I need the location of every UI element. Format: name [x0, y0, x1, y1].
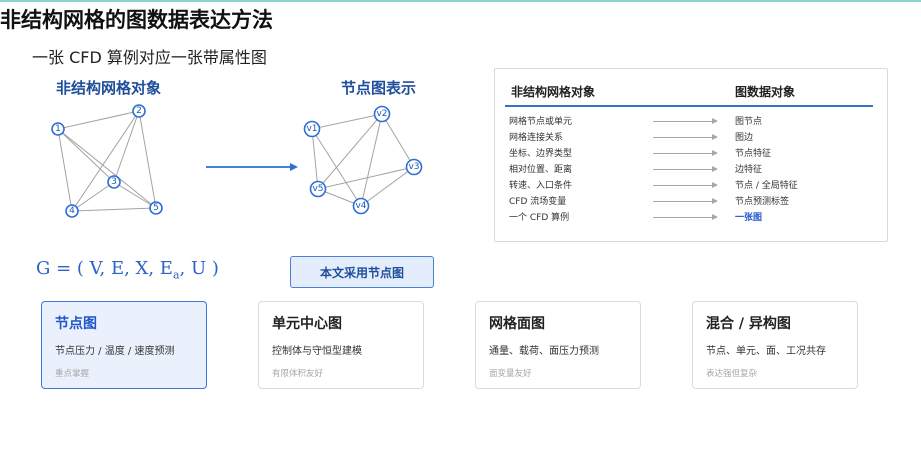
mesh-edge: [71, 110, 140, 212]
mapping-row-right: 节点 / 全局特征: [735, 181, 798, 191]
graph-node-label: v4: [355, 201, 366, 211]
mapping-row-left: 坐标、边界类型: [509, 149, 573, 159]
mapping-row: 坐标、边界类型 节点特征: [495, 146, 887, 162]
node-graph-edges: [311, 113, 415, 207]
mesh-edge: [57, 128, 157, 209]
mesh-node-label: 2: [136, 106, 142, 116]
mapping-row-left: 转速、入口条件: [509, 181, 573, 191]
mesh-node: 1: [51, 122, 65, 136]
mesh-edge: [113, 181, 157, 209]
mapping-row-left: 网格连接关系: [509, 133, 564, 143]
graph-node: v2: [373, 105, 391, 123]
mesh-node-label: 3: [111, 177, 117, 187]
mapping-row: 网格连接关系 图边: [495, 130, 887, 146]
card-desc: 节点压力 / 温度 / 速度预测: [55, 346, 175, 357]
graph-node-label: v1: [306, 124, 317, 134]
graph-node-label: v5: [312, 184, 323, 194]
card-hybrid-graph: 混合 / 异构图 节点、单元、面、工况共存 表达强但复杂: [692, 301, 858, 389]
card-title: 节点图: [55, 316, 97, 332]
graph-node: v1: [303, 120, 321, 138]
page-subtitle: 一张 CFD 算例对应一张带属性图: [32, 48, 267, 67]
mapping-row-right: 图边: [735, 133, 754, 143]
formula-sub: a: [172, 268, 180, 282]
card-note: 表达强但复杂: [706, 369, 758, 379]
mapping-row: 转速、入口条件 节点 / 全局特征: [495, 178, 887, 194]
mesh-edge: [71, 207, 157, 212]
mesh-edge: [138, 110, 157, 209]
mesh-node: 2: [132, 104, 146, 118]
mapping-arrow: [653, 150, 718, 156]
card-note: 重点掌握: [55, 369, 90, 379]
card-title: 单元中心图: [272, 316, 342, 332]
graph-edge: [360, 113, 383, 207]
mesh-edge: [71, 181, 115, 212]
transform-arrow: [206, 163, 298, 171]
mapping-arrow: [653, 182, 718, 188]
mapping-arrow: [653, 118, 718, 124]
mapping-row: 相对位置、距离 边特征: [495, 162, 887, 178]
card-title: 网格面图: [489, 316, 545, 332]
mapping-row: 网格节点或单元 图节点: [495, 114, 887, 130]
mesh-edge: [113, 110, 140, 183]
top-accent-line: [0, 0, 921, 2]
mapping-arrow: [653, 214, 718, 220]
mapping-row: CFD 流场变量 节点预测标签: [495, 194, 887, 210]
graph-edge: [317, 113, 383, 190]
card-mesh-face-graph: 网格面图 通量、载荷、面压力预测 面变量友好: [475, 301, 641, 389]
mesh-edge: [57, 110, 140, 130]
formula-suffix: , U ): [179, 258, 219, 279]
mapping-row-right: 节点特征: [735, 149, 772, 159]
mesh-node: 5: [149, 201, 163, 215]
mapping-row-left: 相对位置、距离: [509, 165, 573, 175]
card-note: 有限体积友好: [272, 369, 324, 379]
card-node-graph: 节点图 节点压力 / 温度 / 速度预测 重点掌握: [41, 301, 207, 389]
graph-node: v3: [405, 158, 423, 176]
page-title: 非结构网格的图数据表达方法: [0, 8, 273, 32]
mesh-edge: [57, 128, 115, 183]
graph-section-title: 节点图表示: [341, 79, 417, 97]
graph-edge: [311, 128, 319, 190]
graph-node: v5: [309, 180, 327, 198]
mapping-row-left: 网格节点或单元: [509, 117, 573, 127]
mapping-left-header: 非结构网格对象: [511, 85, 596, 99]
mapping-arrow: [653, 198, 718, 204]
card-title: 混合 / 异构图: [706, 316, 791, 332]
mapping-row-right: 边特征: [735, 165, 763, 175]
mapping-header-rule: [505, 105, 873, 107]
mesh-node-label: 1: [55, 124, 61, 134]
mesh-section-title: 非结构网格对象: [56, 79, 162, 97]
mapping-arrow: [653, 134, 718, 140]
mapping-arrow: [653, 166, 718, 172]
mesh-node: 3: [107, 175, 121, 189]
mapping-row-right: 节点预测标签: [735, 197, 790, 207]
mesh-edge: [57, 128, 73, 212]
card-desc: 节点、单元、面、工况共存: [706, 346, 826, 357]
graph-node: v4: [352, 197, 370, 215]
mesh-node-label: 5: [153, 203, 159, 213]
card-desc: 控制体与守恒型建模: [272, 346, 362, 357]
graph-node-label: v2: [376, 109, 387, 119]
graph-formula: G = ( V, E, X, Ea, U ): [36, 258, 219, 282]
adopt-node-graph-label: 本文采用节点图: [290, 256, 434, 288]
mapping-row-left: CFD 流场变量: [509, 197, 567, 207]
graph-node-label: v3: [408, 162, 419, 172]
mesh-edges: [57, 110, 157, 212]
mapping-row-right: 一张图: [735, 213, 763, 223]
graph-edge: [381, 113, 415, 168]
mapping-row-left: 一个 CFD 算例: [509, 213, 570, 223]
mapping-row-right: 图节点: [735, 117, 763, 127]
card-note: 面变量友好: [489, 369, 532, 379]
mapping-panel: 非结构网格对象 图数据对象 网格节点或单元 图节点 网格连接关系 图边 坐标、边…: [494, 68, 888, 242]
graph-edge: [360, 166, 415, 207]
card-cell-center-graph: 单元中心图 控制体与守恒型建模 有限体积友好: [258, 301, 424, 389]
mapping-row: 一个 CFD 算例 一张图: [495, 210, 887, 226]
formula-prefix: G = ( V, E, X, E: [36, 258, 173, 279]
graph-edge: [311, 113, 383, 130]
card-desc: 通量、载荷、面压力预测: [489, 346, 599, 357]
graph-edge: [317, 166, 415, 190]
mesh-node: 4: [65, 204, 79, 218]
mapping-right-header: 图数据对象: [735, 85, 796, 99]
mesh-node-label: 4: [69, 206, 75, 216]
